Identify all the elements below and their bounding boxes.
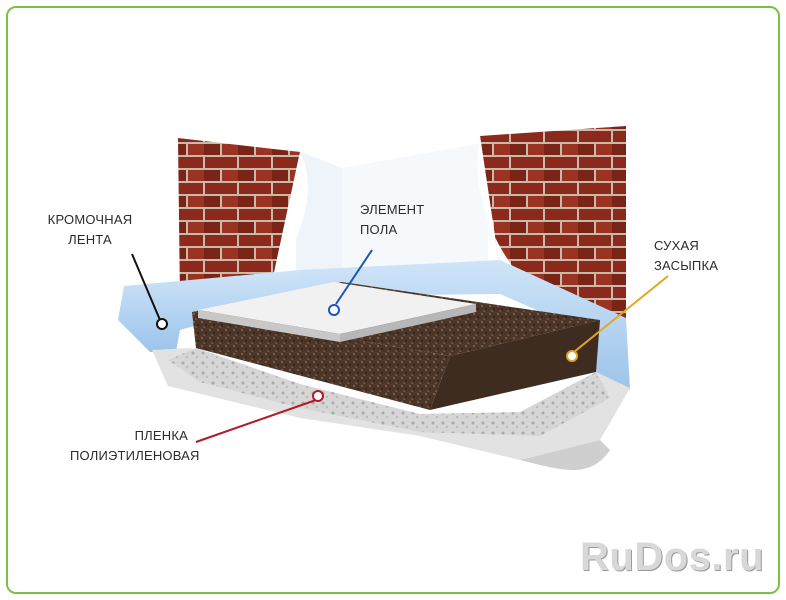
leader-film <box>195 399 317 443</box>
label-floor-element-line2: ПОЛА <box>360 222 398 237</box>
label-edge-tape: КРОМОЧНАЯ ЛЕНТА <box>38 210 142 250</box>
marker-dry-backfill <box>566 350 578 362</box>
watermark: RuDos.ru <box>580 535 764 579</box>
label-floor-element: ЭЛЕМЕНТ ПОЛА <box>360 200 424 240</box>
label-edge-tape-line2: ЛЕНТА <box>68 232 112 247</box>
left-brick-wall <box>178 138 300 298</box>
leader-edge-tape <box>131 253 161 321</box>
leader-floor-element <box>335 249 373 305</box>
frame-border <box>6 6 780 594</box>
back-wall-right <box>342 142 488 280</box>
label-dry-backfill-line2: ЗАСЫПКА <box>654 258 719 273</box>
label-dry-backfill-line1: СУХАЯ <box>654 238 699 253</box>
marker-floor-element <box>328 304 340 316</box>
label-film-line2: ПОЛИЭТИЛЕНОВАЯ <box>70 448 200 463</box>
backfill-front-left <box>192 312 450 410</box>
label-dry-backfill: СУХАЯ ЗАСЫПКА <box>654 236 718 276</box>
label-edge-tape-line1: КРОМОЧНАЯ <box>47 212 133 227</box>
label-floor-element-line1: ЭЛЕМЕНТ <box>360 202 425 217</box>
backfill-front-right <box>430 320 600 410</box>
marker-edge-tape <box>156 318 168 330</box>
left-wall-plaster-edge <box>262 152 308 290</box>
marker-film <box>312 390 324 402</box>
gravel-base <box>168 348 610 436</box>
label-film-line1: ПЛЕНКА <box>134 428 188 443</box>
floor-element-side-left <box>198 310 340 342</box>
label-film: ПЛЕНКА ПОЛИЭТИЛЕНОВАЯ <box>70 426 200 466</box>
leader-dry-backfill <box>573 275 669 353</box>
film-fold <box>520 440 610 470</box>
floor-element-side-right <box>340 304 476 342</box>
